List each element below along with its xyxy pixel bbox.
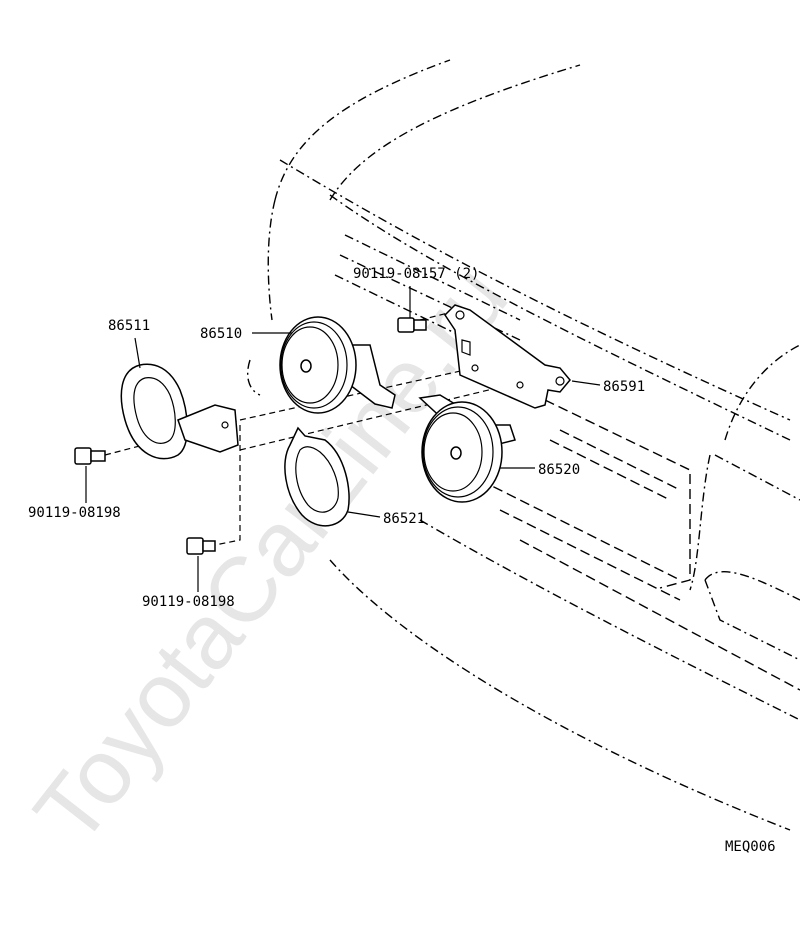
label-86591: 86591: [603, 379, 645, 395]
bolt-left-90119-08198: [74, 447, 106, 465]
bracket-86511: [120, 363, 239, 460]
diagram-code: MEQ006: [725, 839, 776, 855]
part-labels: 86511 86510 90119-08157 (2) 86591 86520 …: [28, 266, 776, 855]
label-86521: 86521: [383, 511, 425, 527]
bolt-90119-08157: [397, 317, 427, 333]
bracket-86521: [284, 426, 350, 527]
label-86520: 86520: [538, 462, 580, 478]
bolt-bottom-90119-08198: [186, 537, 216, 555]
label-90119-08198-left: 90119-08198: [28, 505, 121, 521]
watermark-text: ToyotaCarLine.ru: [15, 247, 527, 862]
label-86510: 86510: [200, 326, 242, 342]
horn-86510: [279, 316, 396, 414]
mount-bracket-86591: [444, 304, 571, 409]
leader-lines: [85, 286, 601, 592]
label-90119-08157: 90119-08157 (2): [353, 266, 479, 282]
label-90119-08198-bottom: 90119-08198: [142, 594, 235, 610]
label-86511: 86511: [108, 318, 150, 334]
horn-86520: [418, 394, 516, 503]
